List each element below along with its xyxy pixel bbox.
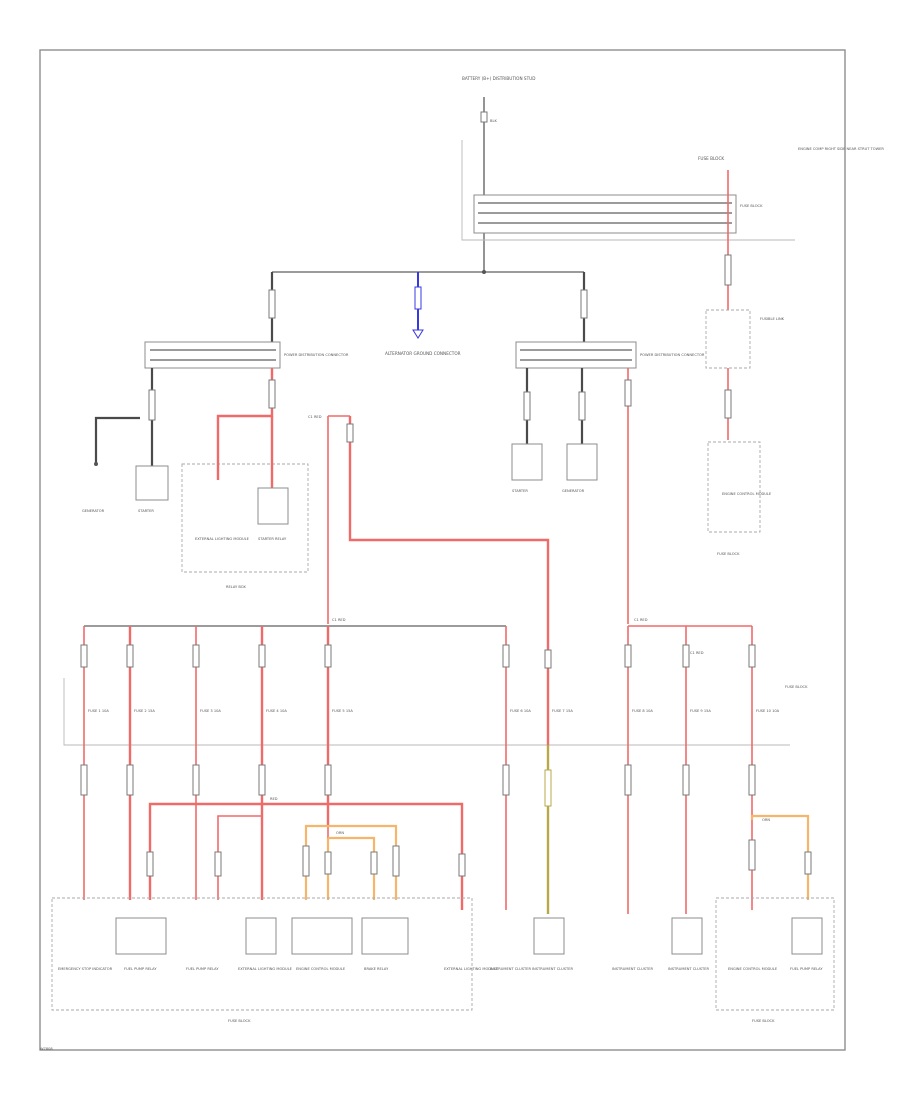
- fuse-bus-right-label-2: C1 RED: [690, 651, 704, 655]
- relay-feed-wire: [216, 368, 274, 480]
- fuse-4-label: FUSE 4 10A: [266, 709, 287, 713]
- fuse-block-top-label: FUSE BLOCK: [698, 156, 724, 161]
- engine-side-note: ENGINE COMP RIGHT SIDE NEAR STRUT TOWER: [798, 147, 884, 151]
- fuse-bus-right-label: C1 RED: [634, 618, 648, 622]
- fuse-5-label: FUSE 5 15A: [332, 709, 353, 713]
- fuse-block-right-label: FUSE BLOCK: [717, 552, 740, 556]
- component-box-13: [791, 917, 823, 955]
- generator-right-box: [566, 443, 598, 481]
- cross-red-wire-2: [217, 815, 262, 900]
- ground-connector: [414, 286, 422, 310]
- ground-connector-label: ALTERNATOR GROUND CONNECTOR: [385, 351, 461, 356]
- right-branch-connector: [580, 289, 588, 319]
- ground-symbol-icon: [412, 329, 424, 339]
- fusible-link-connector-top: [724, 254, 732, 286]
- fuse-row-outline: [63, 678, 790, 746]
- component-7-label: EXTERNAL LIGHTING MODULE: [444, 967, 499, 971]
- component-8-label: INSTRUMENT CLUSTER: [490, 967, 531, 971]
- component-13-label: FUEL PUMP RELAY: [790, 967, 823, 971]
- orange-wire-right-label: ORN: [762, 818, 770, 822]
- fuse-bus-label: C1 RED: [332, 618, 346, 622]
- fuse-block-top: [473, 194, 737, 234]
- starter-relay-box: [257, 487, 289, 525]
- component-box-11: [671, 917, 703, 955]
- fuse-8-label: FUSE 8 10A: [632, 709, 653, 713]
- bottom-left-block: [51, 897, 473, 1011]
- engine-module-outline: [707, 441, 761, 533]
- component-6-label: BRAKE RELAY: [364, 967, 389, 971]
- top-left-wire-label: C1 RED: [308, 415, 322, 419]
- power-connector-left-label: POWER DISTRIBUTION CONNECTOR: [284, 353, 349, 357]
- fusible-link-connector-bottom: [724, 389, 732, 419]
- engine-module-label: ENGINE CONTROL MODULE: [722, 492, 772, 496]
- fuse-9-label: FUSE 9 15A: [690, 709, 711, 713]
- orange-wire-label: ORN: [336, 831, 344, 835]
- power-connector-left: [144, 341, 281, 369]
- fuse-1-label: FUSE 1 10A: [88, 709, 109, 713]
- generator-left-wire: [94, 416, 140, 464]
- left-branch-connector: [268, 289, 276, 319]
- bottom-right-block-label: FUSE BLOCK: [752, 1019, 775, 1023]
- generator-right-label: GENERATOR: [562, 489, 585, 493]
- fusible-link-box: [705, 309, 751, 369]
- fuse-2-label: FUSE 2 15A: [134, 709, 155, 713]
- power-connector-right-label: POWER DISTRIBUTION CONNECTOR: [640, 353, 705, 357]
- diagram-frame: [39, 49, 846, 1051]
- cross-wire-label: RED: [270, 797, 278, 801]
- component-box-4: [245, 917, 277, 955]
- relay-module-2-label: STARTER RELAY: [258, 537, 287, 541]
- long-red-wire-b: [348, 416, 550, 650]
- orange-wire-inner: [328, 836, 376, 900]
- battery-feed-connector: [480, 111, 488, 123]
- battery-feed-wire-color: BLK: [490, 119, 497, 123]
- relay-box-left: [181, 463, 309, 573]
- relay-module-1-label: EXTERNAL LIGHTING MODULE: [195, 537, 250, 541]
- engine-compartment-boundary: [461, 140, 795, 241]
- page-code: W7808: [40, 1047, 53, 1051]
- fusible-link-label: FUSIBLE LINK: [760, 317, 785, 321]
- fuse-7-label: FUSE 7 15A: [552, 709, 573, 713]
- component-box-5: [291, 917, 353, 955]
- starter-left-label: STARTER: [138, 509, 154, 513]
- bottom-left-block-label: FUSE BLOCK: [228, 1019, 251, 1023]
- fuse-row-label: FUSE BLOCK: [785, 685, 808, 689]
- fuse-6-label: FUSE 6 10A: [510, 709, 531, 713]
- component-box-9: [533, 917, 565, 955]
- battery-top-label: BATTERY (B+) DISTRIBUTION STUD: [462, 76, 535, 81]
- component-labels: EMERGENCY STOP INDICATOR FUEL PUMP RELAY…: [58, 967, 823, 971]
- fuse-block-top-side-label: FUSE BLOCK: [740, 204, 763, 208]
- orange-wire-right: [750, 814, 810, 900]
- fuse-10-label: FUSE 10 10A: [756, 709, 780, 713]
- component-5-label: ENGINE CONTROL MODULE: [296, 967, 346, 971]
- component-box-2: [115, 917, 167, 955]
- fuse-3-label: FUSE 3 10A: [200, 709, 221, 713]
- component-10-label: INSTRUMENT CLUSTER: [612, 967, 653, 971]
- component-11-label: INSTRUMENT CLUSTER: [668, 967, 709, 971]
- starter-left-box: [135, 465, 169, 501]
- fuse-columns: FUSE 1 10A FUSE 2 15A FUSE 3 10A FUSE 4 …: [80, 626, 780, 914]
- component-1-label: EMERGENCY STOP INDICATOR: [58, 967, 113, 971]
- starter-right-box: [511, 443, 543, 481]
- component-3-label: FUEL PUMP RELAY: [186, 967, 219, 971]
- component-4-label: EXTERNAL LIGHTING MODULE: [238, 967, 293, 971]
- generator-left-label: GENERATOR: [82, 509, 105, 513]
- relay-box-left-label: RELAY BOX: [226, 585, 246, 589]
- component-9-label: INSTRUMENT CLUSTER: [532, 967, 573, 971]
- component-box-6: [361, 917, 409, 955]
- power-connector-right: [515, 341, 637, 369]
- component-12-label: ENGINE CONTROL MODULE: [728, 967, 778, 971]
- component-2-label: FUEL PUMP RELAY: [124, 967, 157, 971]
- starter-right-label: STARTER: [512, 489, 528, 493]
